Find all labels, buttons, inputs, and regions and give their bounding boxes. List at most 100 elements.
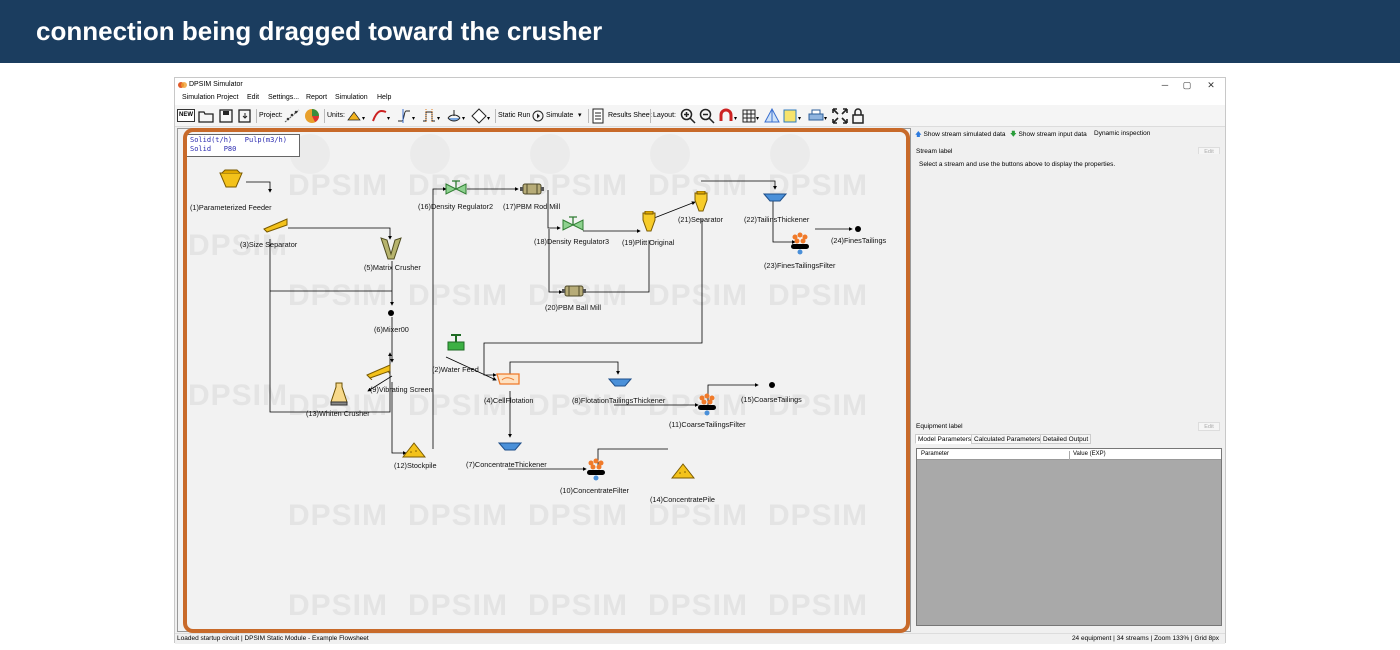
vibrating-screen-icon[interactable] [366, 362, 392, 380]
label-whiten-crusher[interactable]: (13)Whiten Crusher [306, 409, 370, 418]
coarse-filter-icon[interactable] [696, 393, 718, 417]
label-pbm-rod-mill[interactable]: (17)PBM Rod Mill [503, 202, 561, 211]
print-icon[interactable]: ▾ [808, 108, 830, 124]
new-button[interactable]: NEW [177, 109, 195, 122]
concentrate-thickener-icon[interactable] [498, 440, 522, 452]
watermark-text: DPSIM [408, 169, 509, 202]
coarse-tailings-icon[interactable] [768, 381, 776, 389]
mixer-icon[interactable] [387, 309, 395, 317]
menu-report[interactable]: Report [306, 94, 328, 101]
label-coarse-tailings-filter[interactable]: (11)CoarseTailingsFilter [669, 420, 746, 429]
play-icon[interactable] [532, 108, 544, 124]
grid-icon[interactable]: ▾ [742, 108, 762, 124]
matrix-crusher-icon[interactable] [378, 237, 404, 261]
watermark-text: DPSIM [288, 279, 389, 312]
flowsheet-canvas[interactable]: DPSIM DPSIM DPSIM DPSIM DPSIM DPSIM DPSI… [177, 128, 911, 632]
project-grid-icon[interactable] [283, 108, 301, 124]
curve-tool-icon[interactable]: ▾ [371, 108, 393, 124]
maximize-button[interactable]: ▢ [1182, 80, 1192, 90]
label-water-feed[interactable]: (2)Water Feed [432, 365, 479, 374]
concentrate-filter-icon[interactable] [585, 458, 607, 482]
stream-line [432, 187, 447, 449]
density-regulator3-icon[interactable] [562, 215, 584, 233]
magnet-icon[interactable]: ▾ [718, 108, 740, 124]
label-concentrate-pile[interactable]: (14)ConcentratePile [650, 495, 715, 504]
label-size-separator[interactable]: (3)Size Separator [240, 240, 298, 249]
zoom-in-icon[interactable] [680, 108, 696, 124]
parameters-table[interactable]: Parameter Value (EXP) [916, 448, 1222, 626]
label-mixer[interactable]: (6)Mixer00 [374, 325, 409, 334]
label-tailings-thickener[interactable]: (22)TailinsThickener [744, 215, 810, 224]
note-icon[interactable]: ▾ [783, 108, 805, 124]
menu-help[interactable]: Help [377, 94, 392, 101]
pie-chart-icon[interactable] [304, 108, 321, 124]
label-separator[interactable]: (21)Separator [678, 215, 724, 224]
simulate-dropdown-icon[interactable]: ▾ [578, 112, 582, 119]
label-cell-flotation[interactable]: (4)CellFlotation [484, 396, 534, 405]
density-regulator2-icon[interactable] [445, 179, 467, 197]
label-fines-tailings-filter[interactable]: (23)FinesTailingsFilter [764, 261, 836, 270]
minimize-button[interactable]: ─ [1161, 80, 1169, 90]
peak-icon[interactable]: ▾ [421, 108, 443, 124]
fines-tailings-icon[interactable] [854, 225, 862, 233]
open-folder-icon[interactable] [198, 108, 214, 124]
show-simulated-data-button[interactable]: 🡅 Show stream simulated data [915, 130, 1006, 141]
fines-filter-icon[interactable] [789, 232, 811, 256]
concentrate-pile-icon[interactable] [671, 463, 695, 479]
whiten-crusher-icon[interactable] [328, 382, 350, 406]
fit-screen-icon[interactable] [832, 108, 848, 124]
label-parameterized-feeder[interactable]: (1)Parameterized Feeder [190, 203, 272, 212]
rod-mill-icon[interactable] [520, 182, 544, 196]
label-coarse-tailings[interactable]: (15)CoarseTailings [741, 395, 802, 404]
static-run-button[interactable]: Static Run [498, 112, 531, 119]
label-plitt-original[interactable]: (19)Plitt Original [622, 238, 675, 247]
diamond-icon[interactable]: ▾ [471, 108, 493, 124]
export-icon[interactable] [237, 108, 253, 124]
stockpile-icon[interactable] [402, 442, 426, 458]
tab-model-parameters[interactable]: Model Parameters [915, 434, 975, 444]
water-feed-icon[interactable] [445, 332, 467, 354]
ball-mill-icon[interactable] [562, 284, 586, 298]
feeder-icon[interactable] [218, 169, 244, 191]
flask-icon[interactable]: ▾ [446, 108, 468, 124]
results-sheet-icon[interactable] [591, 108, 605, 124]
lock-icon[interactable] [851, 108, 865, 124]
results-sheet-button[interactable]: Results Sheet [608, 112, 652, 119]
dynamic-inspection-button[interactable]: Dynamic inspection [1094, 130, 1151, 137]
menu-edit[interactable]: Edit [247, 94, 260, 101]
label-stockpile[interactable]: (12)Stockpile [394, 461, 437, 470]
triangle-align-icon[interactable] [764, 108, 780, 124]
label-concentrate-thickener[interactable]: (7)ConcentrateThickener [466, 460, 547, 469]
tab-calculated-parameters[interactable]: Calculated Parameters [971, 434, 1044, 444]
units-scale-icon[interactable]: ▾ [346, 108, 368, 124]
close-button[interactable]: ✕ [1207, 80, 1215, 90]
label-density-regulator2[interactable]: (16)Density Regulator2 [418, 202, 494, 211]
show-input-data-button[interactable]: 🡇 Show stream input data [1010, 130, 1087, 141]
watermark-text: DPSIM [648, 589, 749, 622]
tailings-thickener-icon[interactable] [763, 191, 787, 203]
menu-settings[interactable]: Settings... [268, 94, 300, 101]
label-concentrate-filter[interactable]: (10)ConcentrateFilter [560, 486, 629, 495]
plitt-cyclone-icon[interactable] [641, 211, 657, 235]
menu-simulation-project[interactable]: Simulation Project [182, 94, 239, 101]
label-density-regulator3[interactable]: (18)Density Regulator3 [534, 237, 610, 246]
size-separator-icon[interactable] [263, 217, 289, 233]
zoom-out-icon[interactable] [699, 108, 715, 124]
save-icon[interactable] [218, 108, 234, 124]
separator-cyclone-icon[interactable] [693, 191, 709, 215]
label-matrix-crusher[interactable]: (5)Matrix Crusher [364, 263, 421, 272]
simulate-button[interactable]: Simulate [546, 112, 574, 119]
toolbar-separator [256, 109, 257, 123]
label-fines-tailings[interactable]: (24)FinesTailings [831, 236, 887, 245]
menu-simulation[interactable]: Simulation [335, 94, 368, 101]
label-flotation-tailings-thickener[interactable]: (8)FlotationTailingsThickener [572, 396, 666, 405]
label-vibrating-screen[interactable]: (9)Vibrating Screen [370, 385, 433, 394]
label-pbm-ball-mill[interactable]: (20)PBM Ball Mill [545, 303, 601, 312]
flotation-thickener-icon[interactable] [608, 376, 632, 388]
flotation-cell-icon[interactable] [496, 372, 520, 386]
show-simulated-data-label: Show stream simulated data [923, 131, 1006, 138]
distribution-icon[interactable]: ▾ [396, 108, 418, 124]
equipment-edit-button[interactable]: Edit [1198, 422, 1220, 431]
table-header: Parameter Value (EXP) [917, 449, 1221, 460]
tab-detailed-output[interactable]: Detailed Output [1040, 434, 1092, 444]
